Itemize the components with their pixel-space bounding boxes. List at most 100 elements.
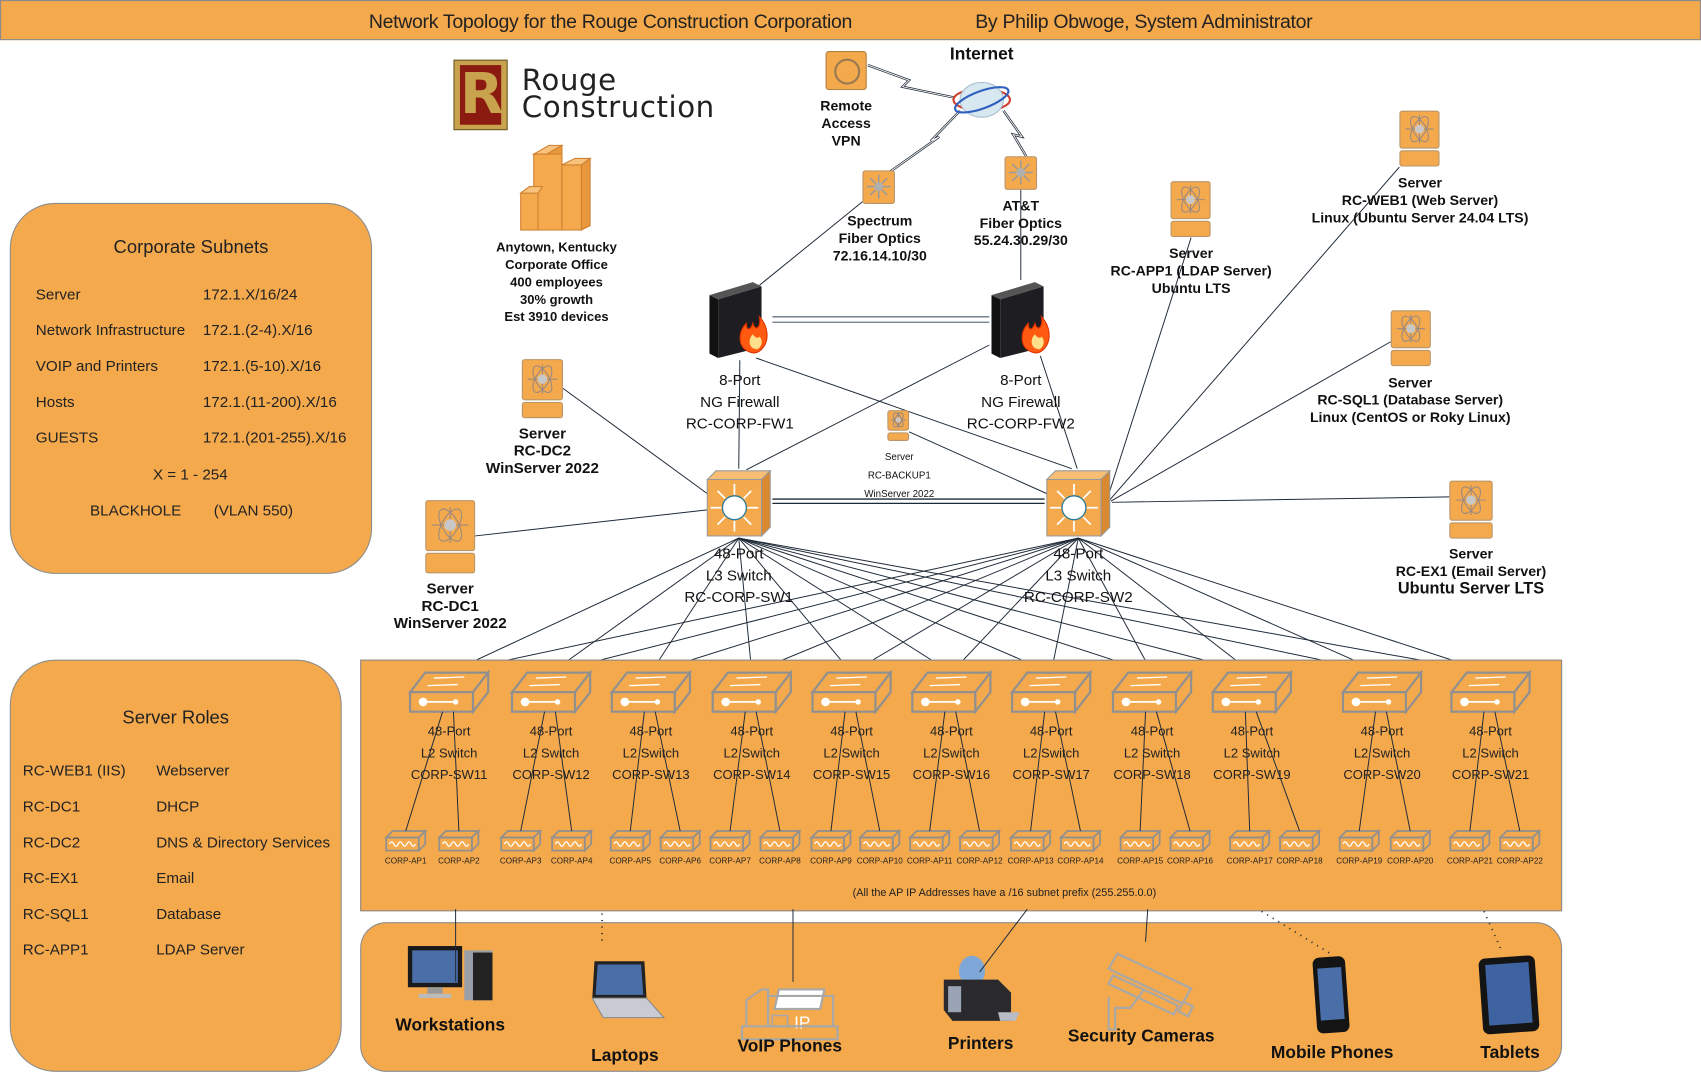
laptop-icon[interactable] <box>581 959 668 1020</box>
firewall-fw1-label: 8-Port NG Firewall RC-CORP-FW1 <box>686 369 794 434</box>
sw2-to-access <box>1078 537 1383 674</box>
server-ex1-icon[interactable] <box>1449 480 1493 540</box>
isp-address: 55.24.30.29/30 <box>973 232 1068 249</box>
access-point-icon[interactable] <box>1337 828 1381 853</box>
role-description: Webserver <box>156 761 230 779</box>
access-point-label: CORP-AP5 <box>609 855 652 866</box>
role-server: RC-DC2 <box>22 833 81 851</box>
server-app1-icon[interactable] <box>1170 181 1211 238</box>
access-point-icon[interactable] <box>758 828 802 853</box>
l2-switch-icon[interactable] <box>710 669 794 715</box>
mobile-phone-icon[interactable] <box>1308 955 1356 1037</box>
web1-to-sw2 <box>1108 166 1400 502</box>
access-point-icon[interactable] <box>1008 828 1053 853</box>
vpn-wan-link-inner <box>867 64 955 99</box>
l2-switch-icon[interactable] <box>1340 669 1424 715</box>
switch-type: L3 Switch <box>705 566 772 584</box>
access-point-icon[interactable] <box>708 828 752 853</box>
access-point-label: CORP-AP17 <box>1226 855 1273 866</box>
access-point-icon[interactable] <box>384 828 428 853</box>
server-label-line: Server <box>1398 174 1442 191</box>
l2-switch-icon[interactable] <box>407 669 491 715</box>
subnet-range: 172.1.(5-10).X/16 <box>202 356 322 375</box>
subnet-name: VOIP and Printers <box>35 356 158 375</box>
server-web1-icon[interactable] <box>1399 110 1440 167</box>
switch-to-ap <box>1244 711 1251 832</box>
switch-to-ap <box>1030 711 1046 832</box>
access-point-icon[interactable] <box>1168 828 1212 853</box>
access-point-icon[interactable] <box>499 828 543 853</box>
access-point-icon[interactable] <box>550 828 594 853</box>
firewall-fw1-icon[interactable] <box>705 280 772 359</box>
access-point-icon[interactable] <box>1228 828 1272 853</box>
server-label-line: RC-DC2 <box>513 441 572 459</box>
fw2-to-sw1 <box>746 344 990 471</box>
vpn-device-icon[interactable] <box>825 50 867 91</box>
workstation-icon[interactable] <box>406 942 495 1005</box>
internet-cloud-icon[interactable] <box>951 76 1012 122</box>
dc1-to-sw1 <box>475 509 708 537</box>
l2-switch-icon[interactable] <box>1110 669 1194 715</box>
l2-switch-icon[interactable] <box>1009 669 1093 715</box>
isp-type: Fiber Optics <box>979 214 1062 232</box>
role-description: Database <box>156 904 222 923</box>
firewall-fw2-icon[interactable] <box>987 280 1054 359</box>
access-point-icon[interactable] <box>1277 828 1322 853</box>
l2-switch-icon[interactable] <box>810 669 893 715</box>
sw1-to-access <box>738 537 952 674</box>
access-point-label: CORP-AP7 <box>709 855 751 866</box>
l2-switch-label-line: CORP-SW16 <box>912 767 991 783</box>
l2-switch-icon[interactable] <box>1449 669 1532 715</box>
l2-switch-icon[interactable] <box>1210 669 1294 715</box>
security-camera-icon[interactable] <box>1087 943 1195 1032</box>
access-point-icon[interactable] <box>858 828 902 853</box>
printer-icon[interactable] <box>939 951 1021 1025</box>
access-point-icon[interactable] <box>957 828 1002 853</box>
access-point-label: CORP-AP14 <box>1057 855 1104 866</box>
access-point-icon[interactable] <box>1058 828 1103 853</box>
server-dc1-icon[interactable] <box>425 500 476 574</box>
access-point-icon[interactable] <box>1118 828 1162 853</box>
server-label-line: Server <box>426 579 474 597</box>
l2-switch-icon[interactable] <box>609 669 693 715</box>
l2-switch-icon[interactable] <box>509 669 593 715</box>
server-dc2-icon[interactable] <box>521 359 564 419</box>
voip-phone-icon[interactable]: IP <box>735 968 843 1044</box>
l2-switch-label-line: 48-Port <box>1230 723 1274 739</box>
att-router-icon[interactable] <box>1004 156 1038 190</box>
access-point-icon[interactable] <box>608 828 652 853</box>
subnet-range: 172.1.X/16/24 <box>202 285 298 303</box>
firewall-fw2-label: 8-Port NG Firewall RC-CORP-FW2 <box>967 369 1075 434</box>
l2-switch-label-line: L2 Switch <box>823 745 880 761</box>
tablet-icon[interactable] <box>1476 955 1543 1037</box>
l2-switch-label-line: CORP-SW19 <box>1213 767 1291 783</box>
core-switch-sw1-icon[interactable] <box>705 469 772 538</box>
access-point-icon[interactable] <box>809 828 853 853</box>
server-backup1-icon[interactable] <box>887 410 910 442</box>
access-point-label: CORP-AP22 <box>1496 855 1543 866</box>
l2-switch-icon[interactable] <box>910 669 993 715</box>
switch-to-ap <box>554 711 573 832</box>
blackhole-vlan: (VLAN 550) <box>213 501 294 519</box>
access-point-icon[interactable] <box>1388 828 1432 853</box>
access-point-icon[interactable] <box>437 828 481 853</box>
access-point-icon[interactable] <box>658 828 702 853</box>
firewall-ports: 8-Port <box>719 371 761 389</box>
fw1-to-sw1 <box>738 360 741 469</box>
office-devices: Est 3910 devices <box>504 309 609 325</box>
vpn-label: Remote Access VPN <box>820 98 872 150</box>
server-sql1-icon[interactable] <box>1390 310 1431 367</box>
access-point-icon[interactable] <box>908 828 952 853</box>
app1-to-sw2 <box>1106 237 1192 502</box>
spectrum-router-icon[interactable] <box>862 170 895 204</box>
access-point-icon[interactable] <box>1498 828 1542 853</box>
switch-to-ap <box>929 711 946 832</box>
l2-switch-label-line: 48-Port <box>930 723 973 739</box>
core-switch-sw2-icon[interactable] <box>1045 469 1112 538</box>
access-point-icon[interactable] <box>1448 828 1492 853</box>
subnet-name: Server <box>35 285 81 303</box>
